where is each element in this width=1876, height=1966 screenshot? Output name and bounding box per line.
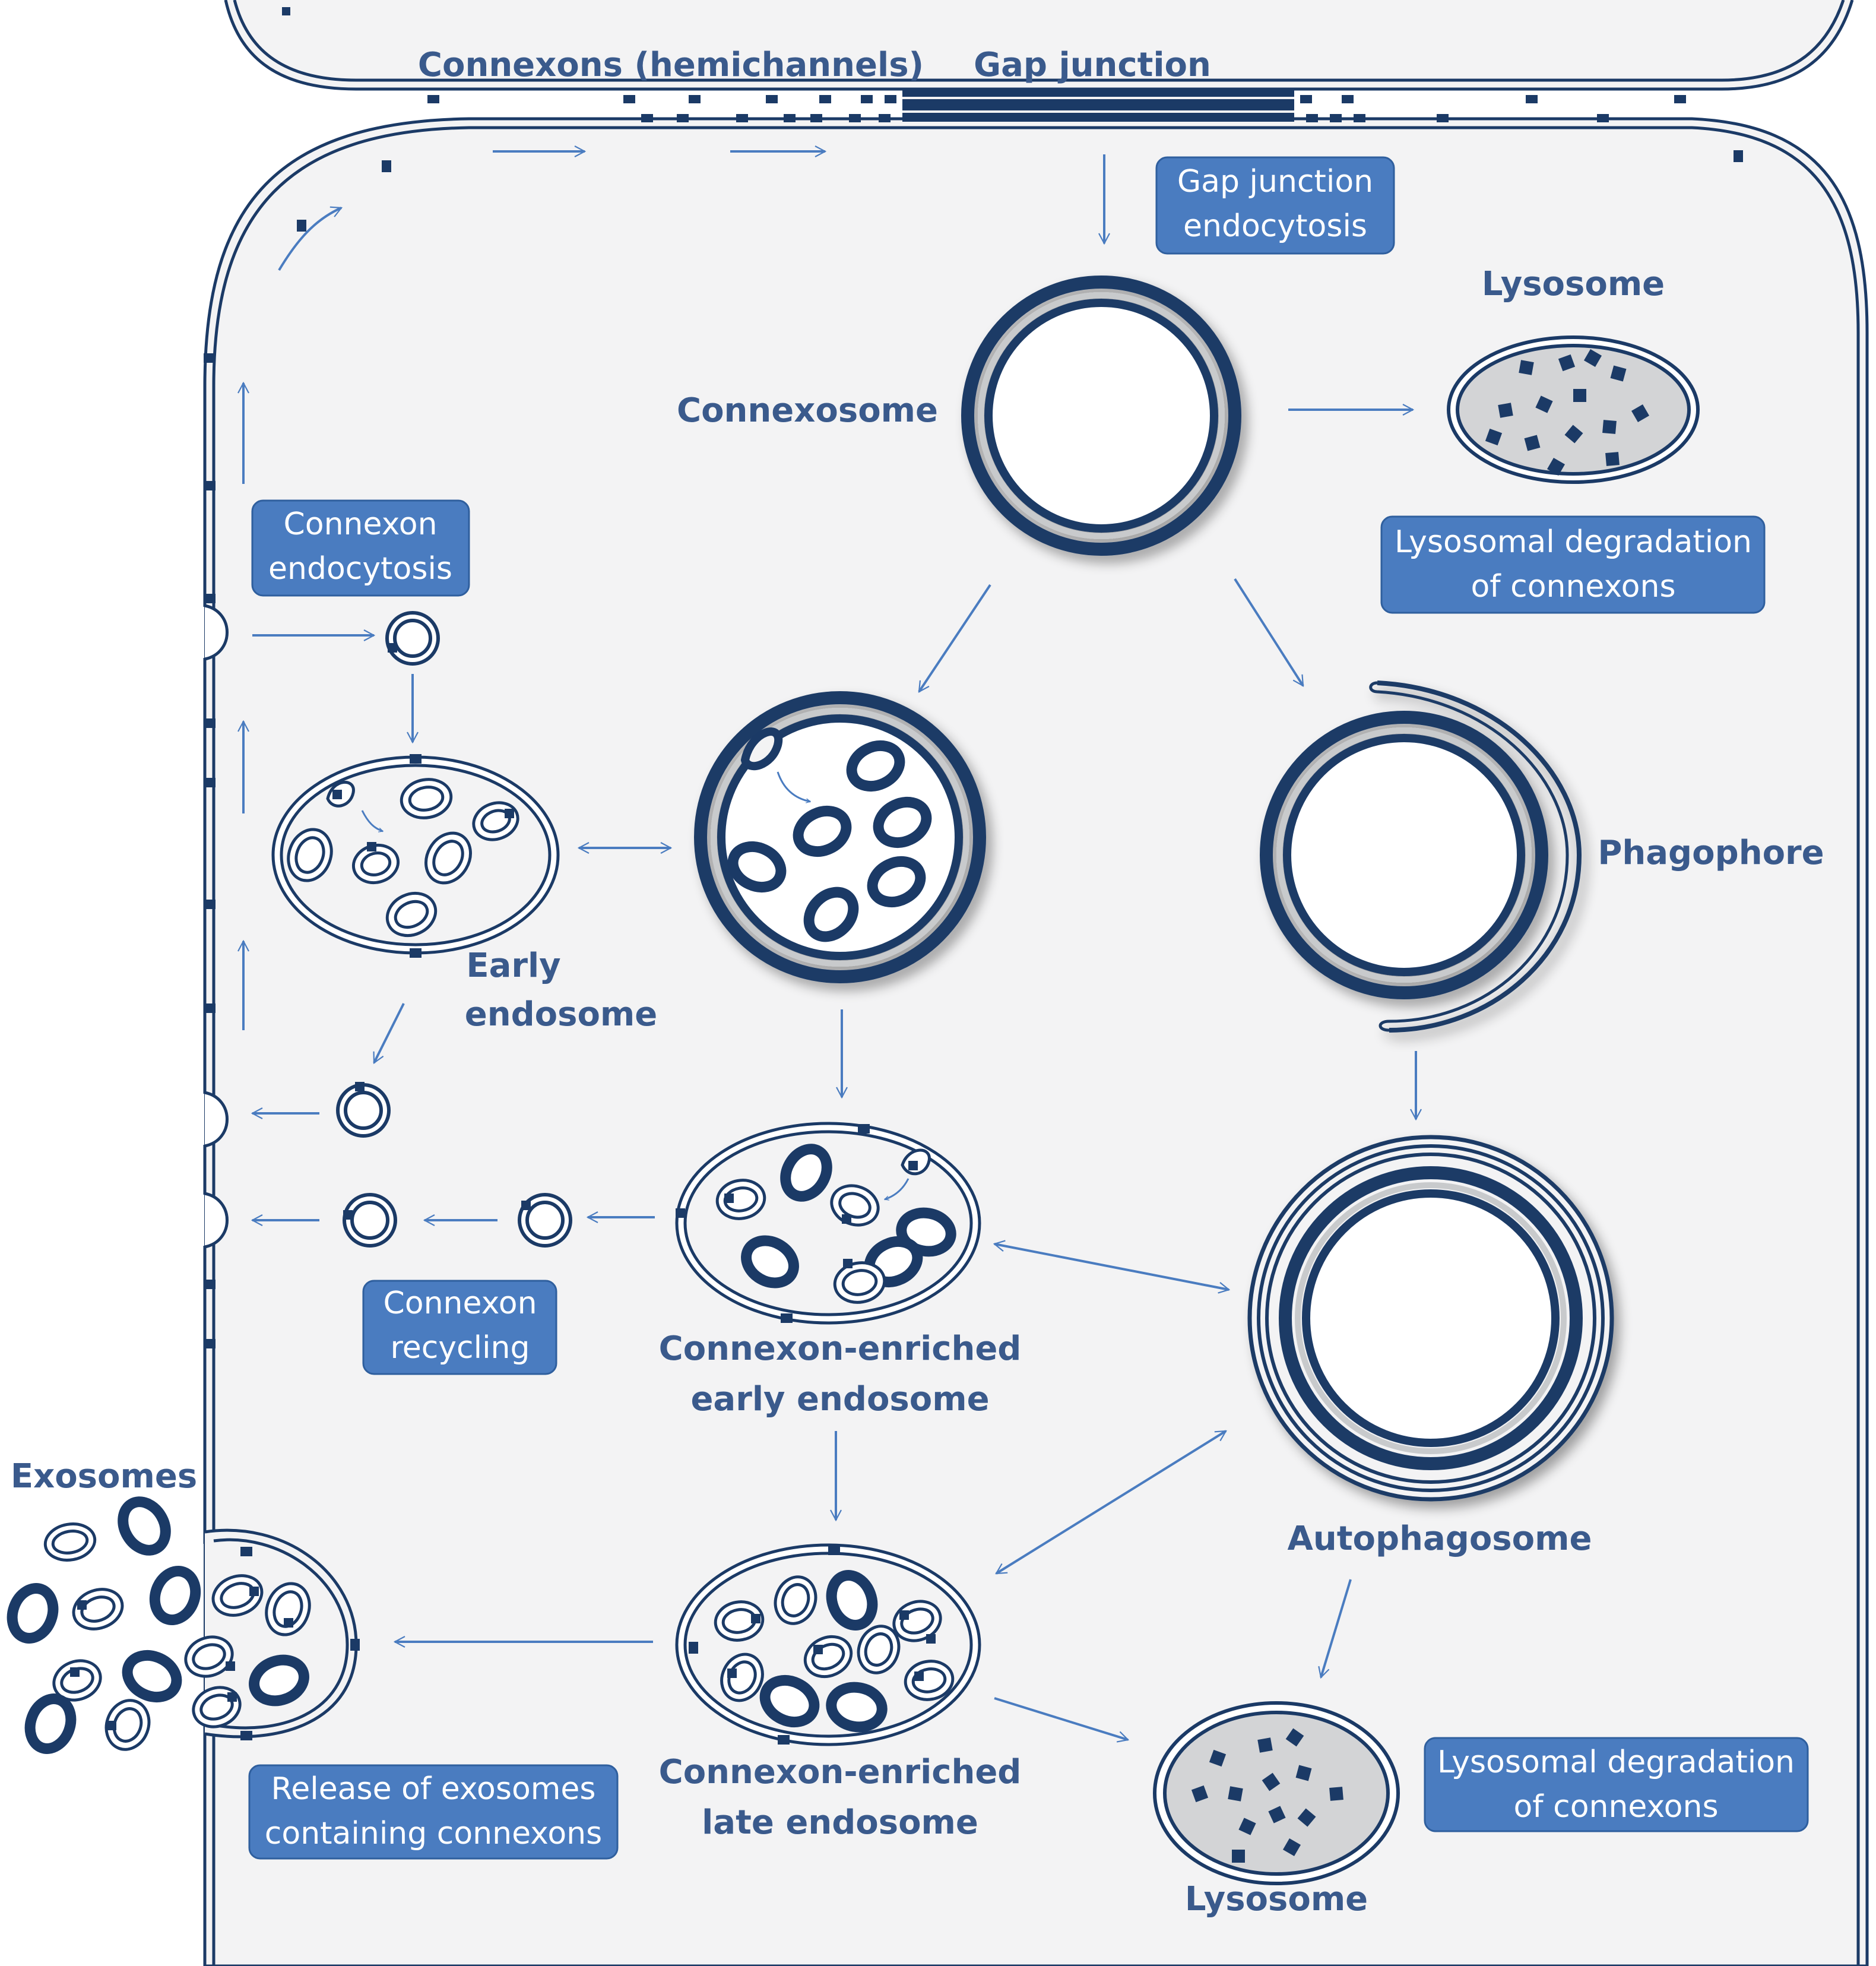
lysosome-bottom [1153, 1701, 1400, 1885]
membrane-buds [190, 604, 229, 1249]
svg-text:of connexons: of connexons [1471, 569, 1675, 604]
arrows [243, 151, 1416, 1740]
box-gap-junction-endocytosis: Gap junction endocytosis [1155, 156, 1395, 255]
box-connexon-recycling: Connexon recycling [362, 1280, 557, 1375]
svg-text:Gap junction: Gap junction [1177, 164, 1373, 200]
exosomes [7, 1496, 311, 1754]
connexon-vesicles [336, 611, 572, 1248]
label-connexons: Connexons (hemichannels) [418, 46, 924, 84]
box-connexon-endocytosis: Connexon endocytosis [251, 499, 470, 597]
label-lysosome-bottom: Lysosome [1185, 1880, 1368, 1918]
label-exosomes: Exosomes [11, 1457, 197, 1496]
gap-junction-plaque [902, 89, 1294, 122]
label-early-endosome-1: Early [466, 946, 560, 985]
svg-text:endocytosis: endocytosis [268, 551, 452, 587]
svg-text:Connexon: Connexon [383, 1286, 537, 1321]
label-early-endosome-2: endosome [465, 995, 658, 1034]
svg-text:of connexons: of connexons [1513, 1789, 1718, 1825]
svg-text:containing connexons: containing connexons [265, 1816, 602, 1851]
label-cee-2: early endosome [690, 1380, 989, 1419]
lysosome-top [1447, 335, 1700, 484]
label-autophagosome: Autophagosome [1288, 1519, 1592, 1558]
label-cle-2: late endosome [702, 1803, 978, 1842]
label-cle-1: Connexon-enriched [659, 1753, 1022, 1791]
connexon-hemichannels [204, 7, 1743, 1348]
box-release-exosomes: Release of exosomes containing connexons [248, 1764, 619, 1860]
connexon-enriched-early-endosome [675, 1122, 981, 1325]
autophagosome [1247, 1135, 1614, 1502]
labels: Connexons (hemichannels) Gap junction Co… [11, 46, 1824, 1918]
connexon-enriched-late-endosome [675, 1543, 981, 1746]
svg-text:endocytosis: endocytosis [1183, 208, 1367, 244]
svg-text:Connexon: Connexon [283, 506, 437, 542]
connexosome [961, 276, 1241, 556]
label-phagophore: Phagophore [1598, 834, 1824, 872]
svg-text:recycling: recycling [390, 1330, 530, 1366]
label-cee-1: Connexon-enriched [659, 1329, 1022, 1368]
svg-text:Lysosomal degradation: Lysosomal degradation [1437, 1745, 1795, 1780]
label-gap-junction: Gap junction [974, 46, 1211, 84]
label-connexosome: Connexosome [677, 391, 938, 430]
large-endosome [694, 691, 986, 983]
svg-text:Release of exosomes: Release of exosomes [271, 1771, 595, 1807]
label-lysosome-top: Lysosome [1482, 265, 1665, 303]
box-lysosomal-degradation-top: Lysosomal degradation of connexons [1380, 515, 1766, 614]
early-endosome [271, 754, 560, 958]
phagophore [1260, 680, 1582, 1033]
svg-text:Lysosomal degradation: Lysosomal degradation [1395, 524, 1752, 560]
box-lysosomal-degradation-bottom: Lysosomal degradation of connexons [1424, 1737, 1809, 1832]
